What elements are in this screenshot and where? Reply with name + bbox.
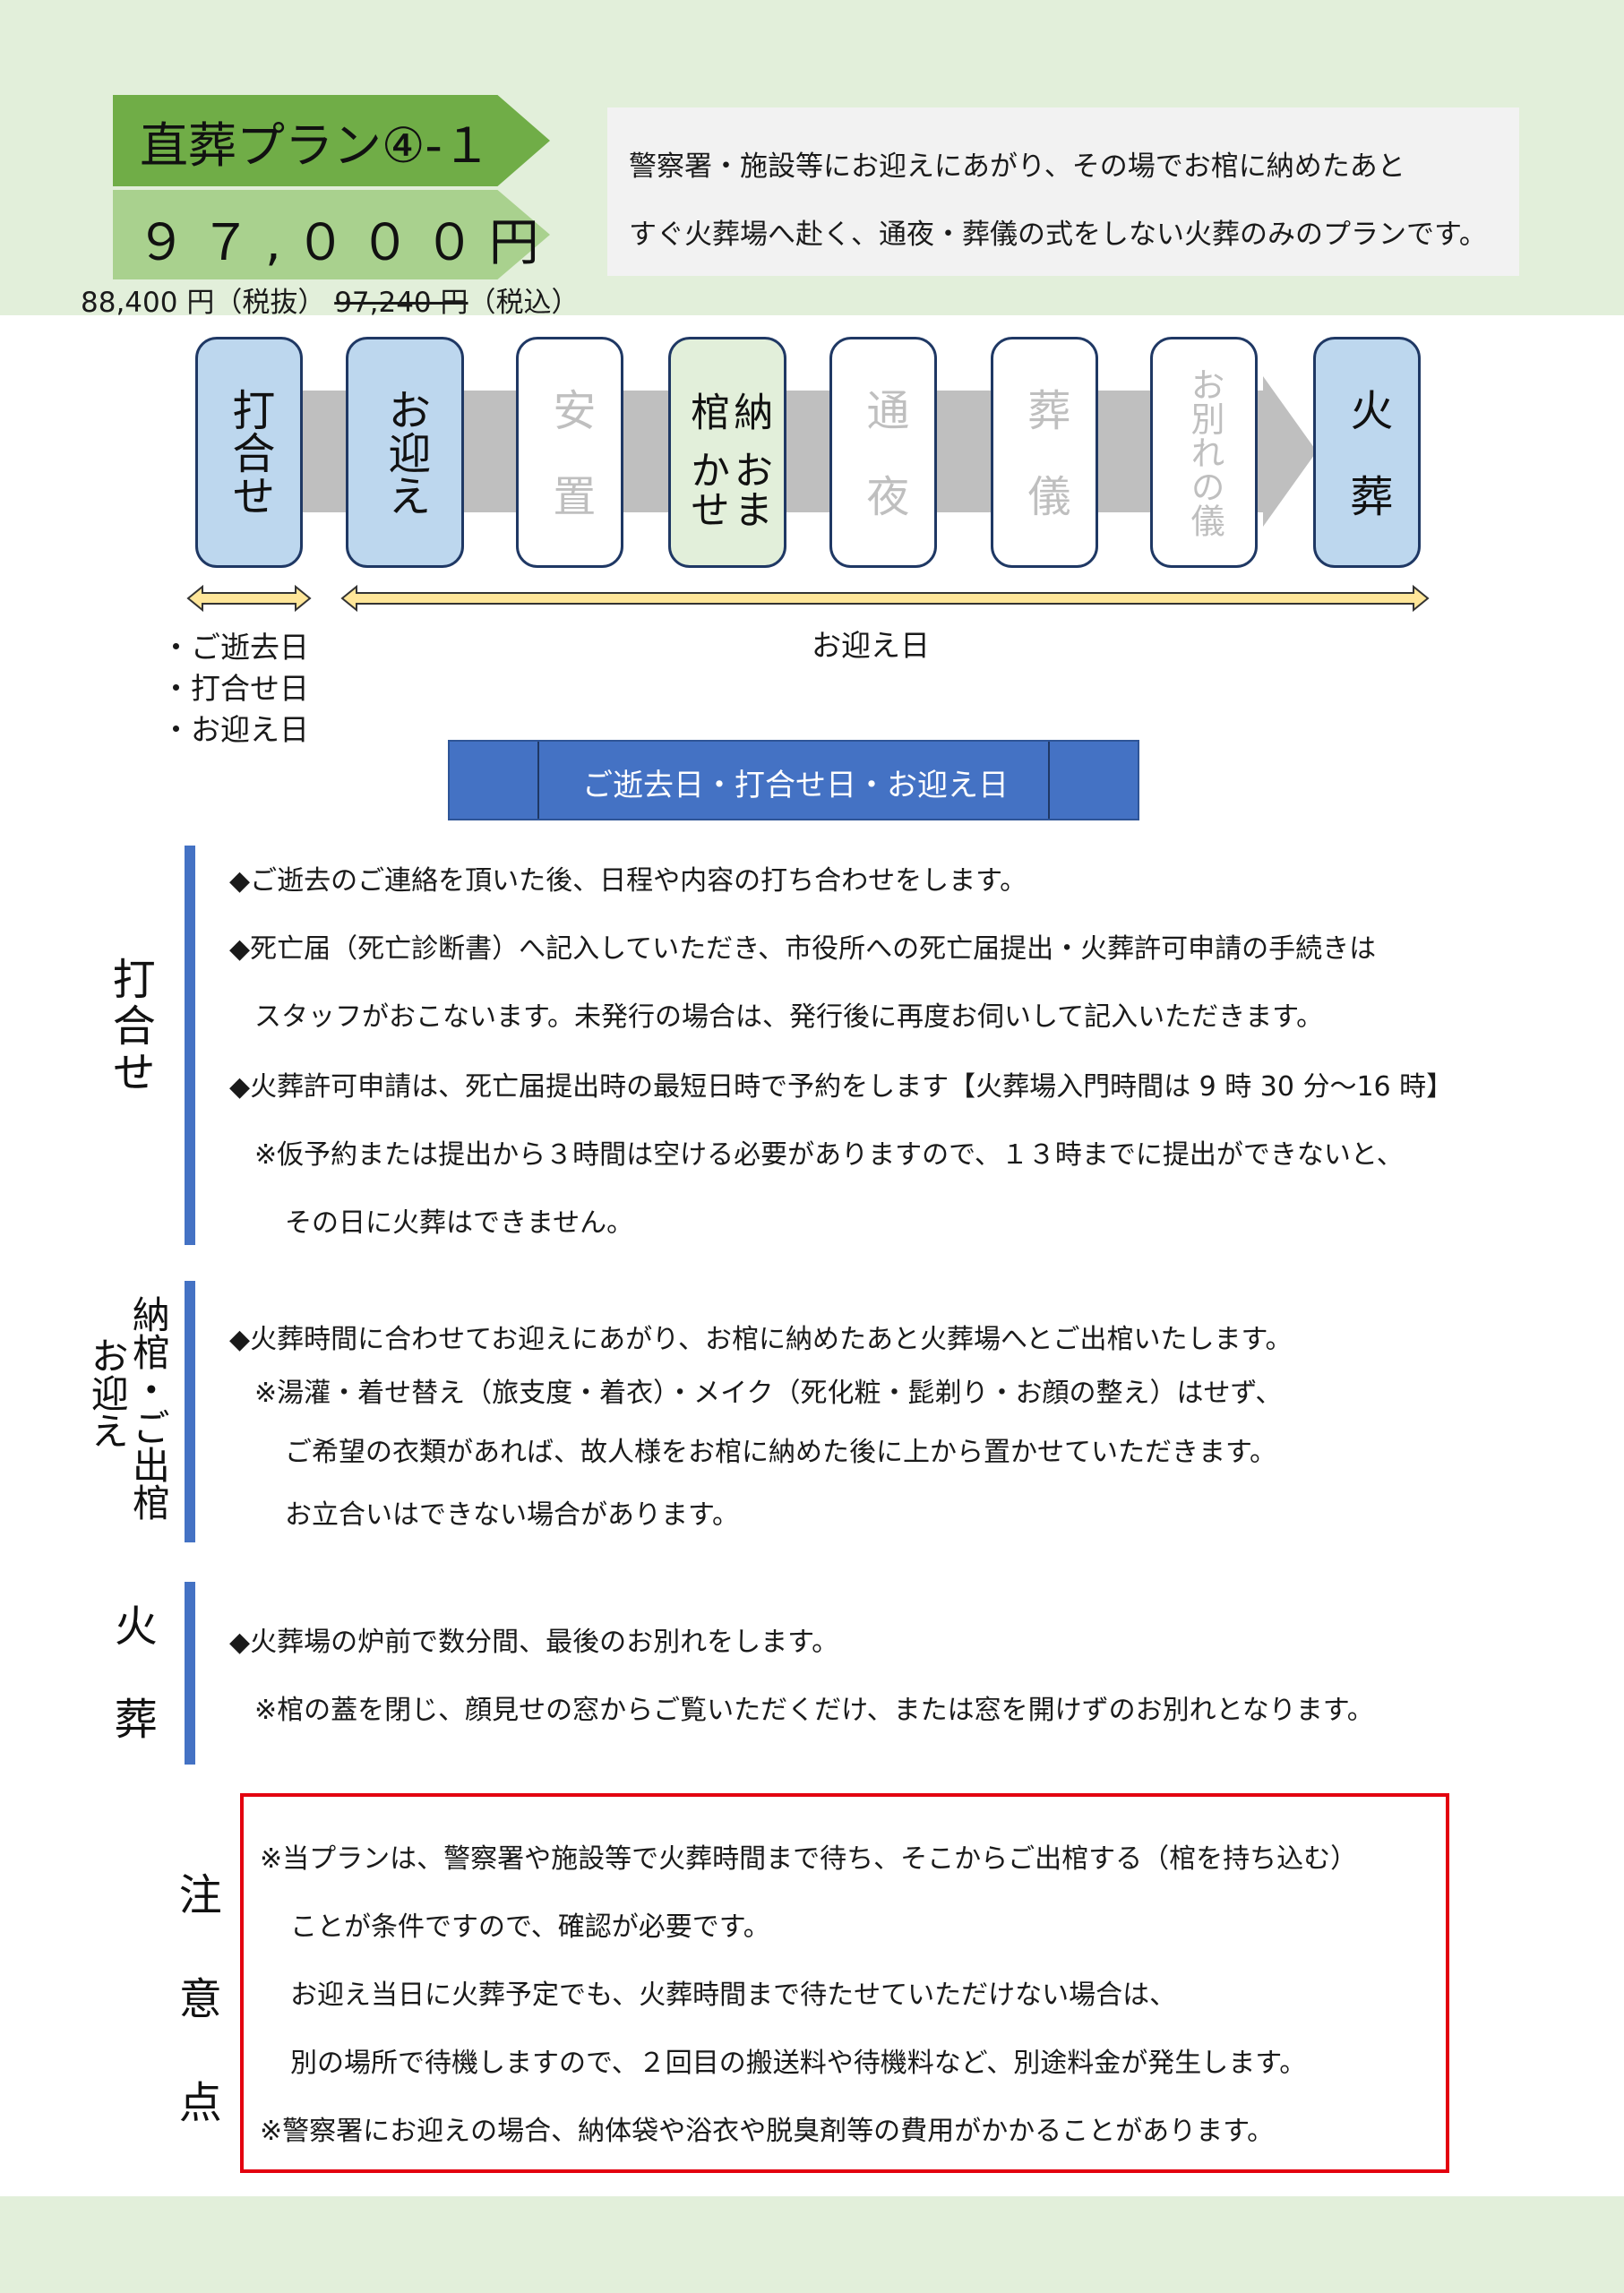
step-label: お別れの儀 — [1184, 367, 1224, 537]
price-old-tax-included: 97,240 円 — [334, 287, 468, 319]
step-sogi: 葬 儀 — [991, 337, 1098, 568]
step-nokan: 納棺 おまかせ — [668, 337, 786, 568]
step-label: 打合せ — [224, 388, 275, 517]
footer-band — [0, 2196, 1624, 2293]
description-line: すぐ火葬場へ赴く、通夜・葬儀の式をしない火葬のみのプランです。 — [629, 219, 1487, 251]
step-label: 葬 儀 — [1019, 388, 1070, 517]
step-anchi: 安 置 — [516, 337, 623, 568]
day-banner: ご逝去日・打合せ日・お迎え日 — [448, 740, 1139, 820]
section-line: お立合いはできない場合があります。 — [285, 1499, 739, 1531]
note-line: ※警察署にお迎えの場合、納体袋や浴衣や脱臭剤等の費用がかかることがあります。 — [260, 2116, 1275, 2147]
price-tax-included-suffix: （税込） — [468, 287, 580, 319]
section-label-notes: 注 意 点 — [170, 1872, 221, 2132]
section-line: その日に火葬はできません。 — [285, 1207, 634, 1239]
section-line: ◆火葬場の炉前で数分間、最後のお別れをします。 — [229, 1627, 839, 1658]
step-label: 安 置 — [545, 388, 596, 517]
section-line: ◆ご逝去のご連絡を頂いた後、日程や内容の打ち合わせをします。 — [229, 865, 1027, 897]
section-line: ◆火葬許可申請は、死亡届提出時の最短日時で予約をします【火葬場入門時間は 9 時… — [229, 1071, 1454, 1103]
flow-arrow-head — [1263, 376, 1317, 527]
step-label: 火 葬 — [1342, 388, 1393, 517]
banner-right-segment — [1048, 742, 1138, 819]
section-bar-kaso — [185, 1582, 195, 1765]
section-line: ◆死亡届（死亡診断書）へ記入していただき、市役所への死亡届提出・火葬許可申請の手… — [229, 933, 1377, 965]
note-line: 別の場所で待機しますので、２回目の搬送料や待機料など、別途料金が発生します。 — [290, 2048, 1307, 2079]
section-label-col2: お迎え — [85, 1336, 130, 1449]
day1-label: ・ご逝去日 — [161, 630, 309, 665]
description-line: 警察署・施設等にお迎えにあがり、その場でお棺に納めたあと — [629, 150, 1405, 183]
banner-left-segment — [450, 742, 539, 819]
section-label-uchiawase: 打合せ — [104, 957, 155, 1096]
step-kaso: 火 葬 — [1313, 337, 1421, 568]
day2-label: お迎え日 — [812, 628, 930, 663]
step-omukae: お迎え — [346, 337, 464, 568]
day1-label: ・お迎え日 — [161, 712, 309, 747]
section-line: スタッフがおこないます。未発行の場合は、発行後に再度お伺いして記入いただきます。 — [254, 1001, 1324, 1033]
price-tax-excluded: 88,400 円（税抜） — [81, 287, 326, 319]
step-uchiawase: 打合せ — [195, 337, 303, 568]
note-line: ※当プランは、警察署や施設等で火葬時間まで待ち、そこからご出棺する（棺を持ち込む… — [260, 1843, 1358, 1875]
day2-range-arrow — [340, 584, 1430, 613]
day1-label: ・打合せ日 — [161, 671, 309, 706]
note-line: お迎え当日に火葬予定でも、火葬時間まで待たせていただけない場合は、 — [290, 1980, 1177, 2011]
step-tsuya: 通 夜 — [829, 337, 937, 568]
notes-box — [240, 1793, 1449, 2173]
banner-text: ご逝去日・打合せ日・お迎え日 — [582, 767, 1009, 803]
plan-price-arrow — [113, 190, 550, 279]
section-bar-uchiawase — [185, 846, 195, 1245]
section-bar-nokan — [185, 1281, 195, 1542]
step-nokan-label: 納棺 おまかせ — [683, 339, 773, 565]
section-label-col1: 納棺・ご出棺 — [126, 1295, 171, 1521]
step-label: お迎え — [380, 388, 431, 517]
section-line: ※仮予約または提出から３時間は空ける必要がありますので、１３時までに提出ができな… — [254, 1139, 1404, 1171]
price-detail: 88,400 円（税抜） 97,240 円（税込） — [81, 279, 580, 320]
plan-price: ９７,０００円 — [136, 214, 554, 272]
section-line: ※湯灌・着せ替え（旅支度・着衣）・メイク（死化粧・髭剃り・お顔の整え）はせず、 — [254, 1378, 1283, 1409]
step-label: 通 夜 — [858, 388, 909, 517]
step-label-col2: おまかせ — [683, 449, 773, 528]
day1-range-arrow — [186, 584, 312, 613]
step-owakare: お別れの儀 — [1150, 337, 1258, 568]
section-line: ご希望の衣類があれば、故人様をお棺に納めた後に上から置かせていただきます。 — [285, 1437, 1276, 1468]
section-label-kaso: 火 葬 — [106, 1603, 157, 1743]
plan-description-box: 警察署・施設等にお迎えにあがり、その場でお棺に納めたあと すぐ火葬場へ赴く、通夜… — [607, 107, 1519, 276]
section-label-nokan: 納棺・ご出棺 お迎え — [85, 1295, 171, 1521]
note-line: ことが条件ですので、確認が必要です。 — [290, 1911, 770, 1943]
section-line: ◆火葬時間に合わせてお迎えにあがり、お棺に納めたあと火葬場へとご出棺いたします。 — [229, 1324, 1293, 1355]
plan-title: 直葬プラン④-１ — [140, 117, 491, 174]
step-label-col1: 納棺 — [683, 391, 773, 431]
section-line: ※棺の蓋を閉じ、顔見せの窓からご覧いただくだけ、または窓を開けずのお別れとなりま… — [254, 1695, 1374, 1726]
plan-title-arrow — [113, 95, 550, 186]
